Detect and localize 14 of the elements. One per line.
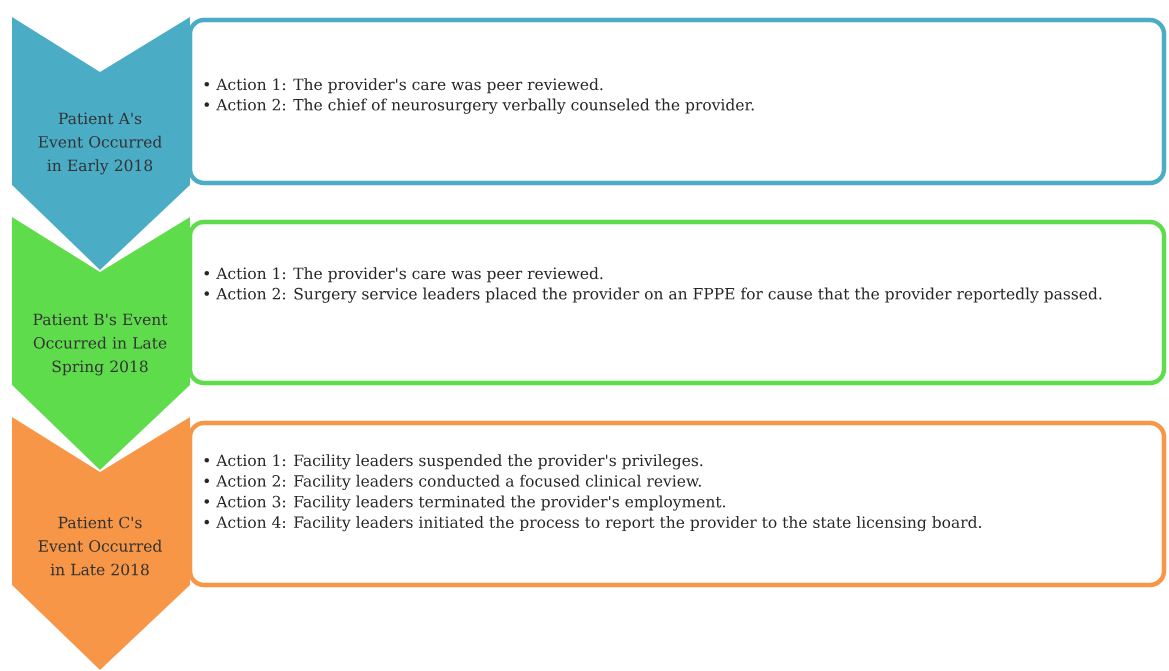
text-box: [187, 17, 1167, 186]
bullet-item: • Action 3: Facility leaders terminated the provider's employment.: [204, 495, 726, 511]
chevron-banner: Patient B's Event Occurred in Late Spring 2018: [12, 217, 190, 470]
chevron-banner: Patient C's Event Occurred in Late 2018: [12, 417, 190, 670]
text-box: [187, 420, 1167, 588]
bullet-item: • Action 4: Facility leaders initiated the process to report the provider to the state licensing board.: [204, 516, 981, 532]
bullet-item: • Action 2: Surgery service leaders placed the provider on an FPPE for cause that the provider reportedly passed.: [204, 287, 1102, 303]
chevron-banner: Patient A's Event Occurred in Early 2018: [12, 17, 190, 270]
bullet-item: • Action 1: The provider's care was peer reviewed.: [204, 78, 603, 94]
bullet-item: • Action 1: The provider's care was peer reviewed.: [204, 267, 603, 283]
bullet-item: • Action 2: Facility leaders conducted a focused clinical review.: [204, 474, 701, 491]
bullet-item: • Action 1: Facility leaders suspended the provider's privileges.: [204, 454, 703, 470]
text-box: [187, 219, 1167, 386]
bullet-item: • Action 2: The chief of neurosurgery verbally counseled the provider.: [204, 98, 754, 114]
